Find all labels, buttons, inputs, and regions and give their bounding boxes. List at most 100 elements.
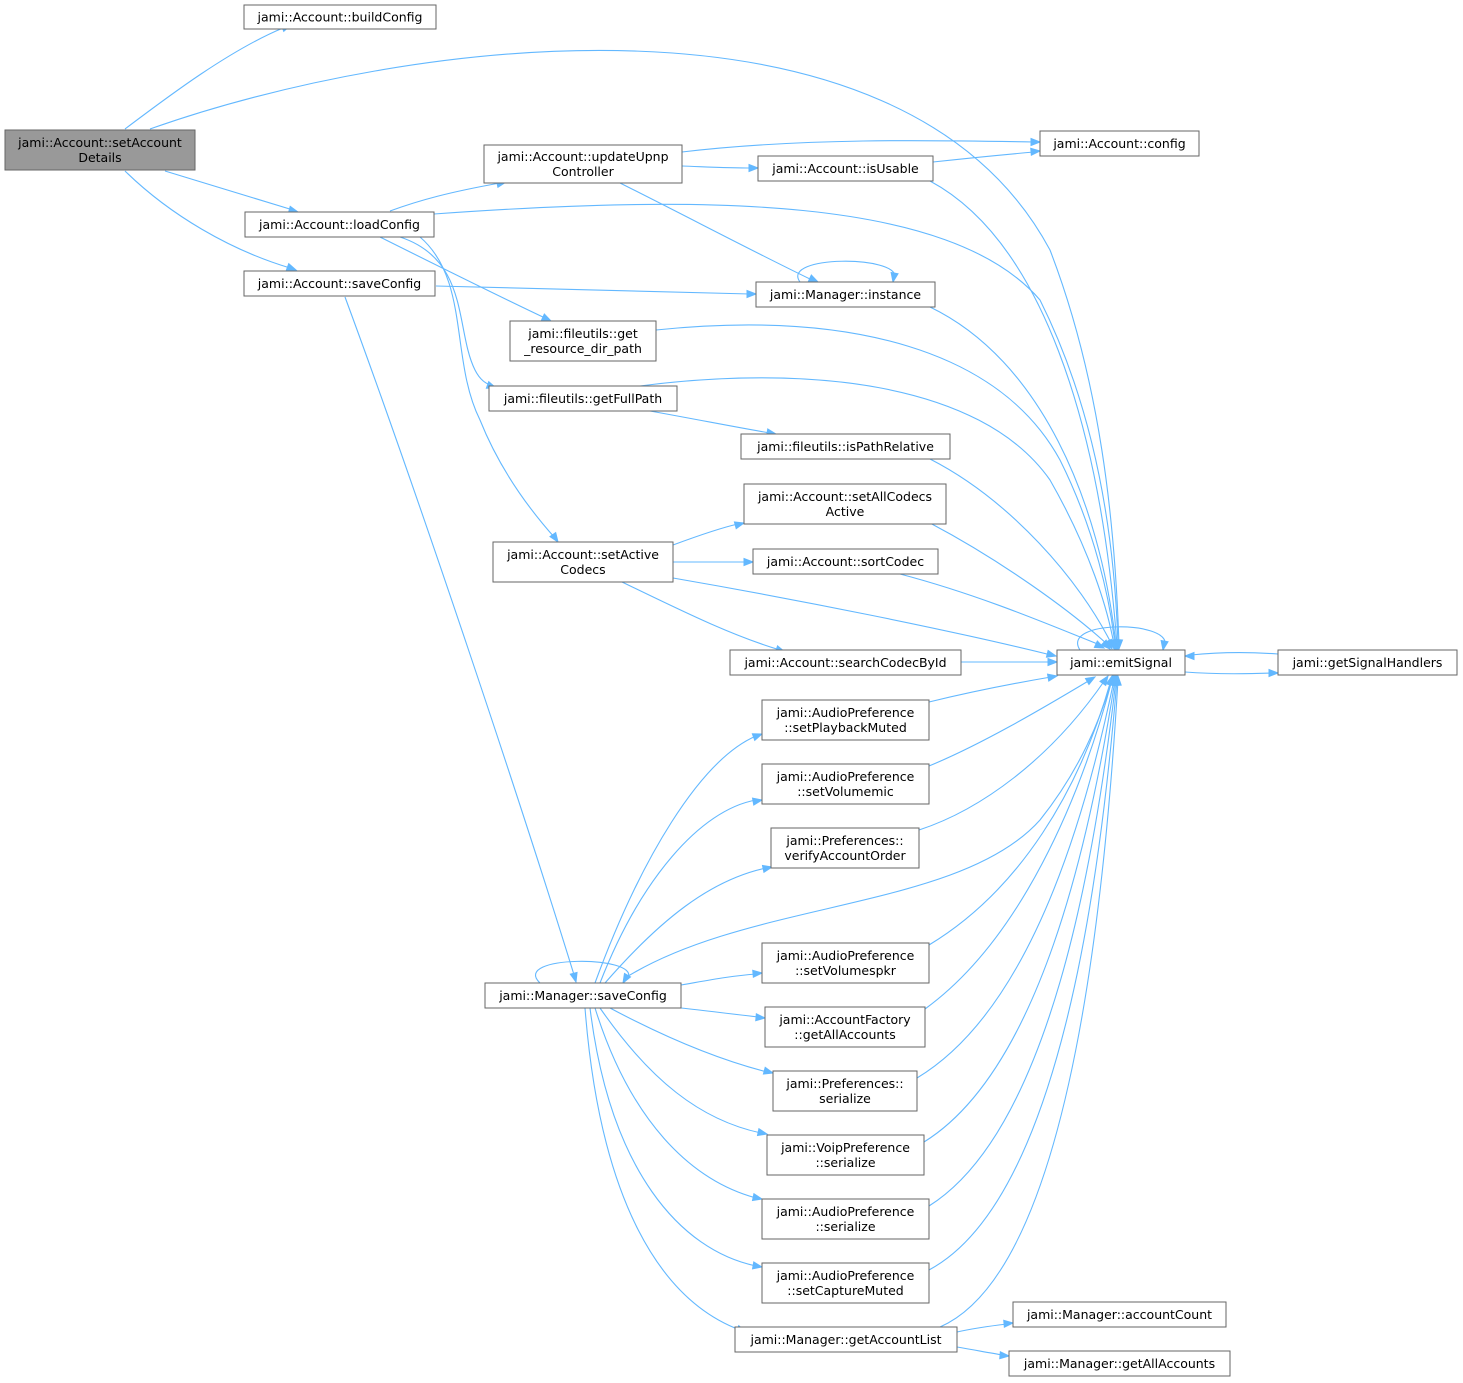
node-box — [729, 649, 962, 676]
e-sad-load — [164, 170, 300, 214]
node-searchCodecById[interactable]: jami::Account::searchCodecById — [729, 649, 962, 676]
node-box — [484, 982, 682, 1009]
e-ms-self — [535, 960, 632, 985]
e-sac-emit-arrowhead — [1100, 639, 1111, 650]
node-accountCount[interactable]: jami::Manager::accountCount — [1012, 1301, 1227, 1328]
e-setact-emit — [672, 577, 1058, 658]
e-load-setact-arrowhead — [549, 531, 559, 544]
node-setVolumemic[interactable]: jami::AudioPreference::setVolumemic — [761, 763, 930, 805]
e-ms-vao-arrowhead — [761, 864, 774, 874]
e-ms-self-arrowhead — [622, 972, 632, 985]
function-nodes: jami::Account::setAccountDetailsjami::Ac… — [4, 4, 1458, 1377]
node-label: verifyAccountOrder — [784, 848, 906, 863]
e-isus-config — [932, 147, 1042, 163]
e-inst-emit-line — [929, 306, 1117, 646]
node-label: jami::Account::saveConfig — [257, 276, 421, 291]
e-setact-saca — [672, 521, 746, 546]
node-label: jami::AudioPreference — [776, 1204, 915, 1219]
node-sortCodec[interactable]: jami::Account::sortCodec — [752, 548, 939, 575]
e-ms-gaf-line — [680, 1007, 760, 1018]
node-loadConfig[interactable]: jami::Account::loadConfig — [244, 211, 435, 238]
node-audioSerialize[interactable]: jami::AudioPreference::serialize — [761, 1198, 930, 1240]
node-label: jami::Manager::saveConfig — [498, 988, 667, 1003]
node-box — [761, 1198, 930, 1240]
e-vmic-emit — [928, 676, 1097, 767]
node-isUsable[interactable]: jami::Account::isUsable — [757, 155, 934, 182]
node-box — [243, 4, 437, 30]
e-gsh-emit-arrowhead — [1183, 651, 1195, 661]
node-box — [761, 942, 930, 984]
e-ms-vmic-line — [599, 799, 757, 984]
e-sort-emit-arrowhead — [1093, 640, 1106, 649]
node-getResourceDir[interactable]: jami::fileutils::get_resource_dir_path — [509, 320, 657, 362]
node-box — [772, 1070, 918, 1112]
node-label: jami::AudioPreference — [776, 1268, 915, 1283]
node-config[interactable]: jami::Account::config — [1039, 130, 1200, 157]
e-sad-build-line — [124, 27, 284, 130]
node-setVolumespkr[interactable]: jami::AudioPreference::setVolumespkr — [761, 942, 930, 984]
node-getAllAccountsFactory[interactable]: jami::AccountFactory::getAllAccounts — [764, 1006, 926, 1048]
e-load-emit-line — [433, 203, 1119, 646]
e-load-full — [399, 236, 498, 389]
node-buildConfig[interactable]: jami::Account::buildConfig — [243, 4, 437, 30]
e-setact-emit-arrowhead — [1045, 649, 1058, 658]
node-label: Codecs — [560, 562, 605, 577]
node-verifyAccountOrder[interactable]: jami::Preferences::verifyAccountOrder — [770, 827, 920, 869]
e-sad-save-line — [124, 170, 291, 269]
e-ms-cap — [589, 1007, 764, 1270]
node-box — [244, 211, 435, 238]
node-label: ::serialize — [815, 1219, 875, 1234]
e-load-setact — [419, 236, 559, 544]
node-label: jami::Manager::accountCount — [1026, 1307, 1212, 1322]
e-ms-vao — [604, 864, 774, 984]
node-setPlaybackMuted[interactable]: jami::AudioPreference::setPlaybackMuted — [761, 699, 930, 741]
e-ms-play-arrowhead — [751, 733, 764, 742]
node-getAccountList[interactable]: jami::Manager::getAccountList — [734, 1326, 958, 1353]
e-gal-emit-line — [939, 679, 1119, 1328]
node-prefSerialize[interactable]: jami::Preferences::serialize — [772, 1070, 918, 1112]
e-upnp-inst-line — [619, 182, 813, 281]
e-gal-acnt-arrowhead — [1003, 1319, 1015, 1329]
e-gaf-emit — [924, 674, 1115, 1010]
e-save-inst-line — [435, 285, 751, 295]
node-box — [734, 1326, 958, 1353]
e-aser-emit-line — [928, 679, 1117, 1207]
node-label: jami::Account::searchCodecById — [743, 655, 946, 670]
e-aser-emit — [928, 674, 1120, 1207]
node-label: jami::Manager::getAccountList — [749, 1332, 941, 1347]
e-setact-srch-line — [621, 581, 781, 651]
e-emit-gsh-line — [1184, 671, 1273, 675]
e-setact-sort — [673, 557, 755, 567]
e-ms-gaf — [680, 1007, 767, 1022]
e-save-msave-arrowhead — [569, 971, 578, 984]
node-getAllAccountsMgr[interactable]: jami::Manager::getAllAccounts — [1008, 1350, 1231, 1377]
node-isPathRelative[interactable]: jami::fileutils::isPathRelative — [740, 433, 951, 460]
node-box — [1012, 1301, 1227, 1328]
e-setact-sort-arrowhead — [743, 557, 755, 567]
node-label: jami::Account::config — [1052, 136, 1185, 151]
e-ms-gal-line — [584, 1007, 741, 1331]
node-emitSignal[interactable]: jami::emitSignal — [1056, 649, 1186, 676]
e-save-inst-arrowhead — [746, 289, 758, 299]
node-getFullPath[interactable]: jami::fileutils::getFullPath — [488, 385, 678, 412]
e-ms-vmic — [599, 797, 764, 984]
e-ms-vspk — [680, 969, 764, 986]
e-upnp-isus-arrowhead — [748, 163, 760, 173]
node-label: jami::Manager::getAllAccounts — [1023, 1356, 1215, 1371]
node-voipSerialize[interactable]: jami::VoipPreference::serialize — [766, 1134, 925, 1176]
e-isus-emit — [929, 180, 1121, 651]
node-managerSaveConfig[interactable]: jami::Manager::saveConfig — [484, 982, 682, 1009]
node-label: ::setPlaybackMuted — [784, 720, 907, 735]
e-sad-load-line — [164, 170, 294, 211]
node-label: serialize — [819, 1091, 871, 1106]
e-gal-emit-arrowhead — [1113, 674, 1122, 686]
node-box — [757, 155, 934, 182]
node-getSignalHandlers[interactable]: jami::getSignalHandlers — [1277, 649, 1458, 676]
node-setCaptureMuted[interactable]: jami::AudioPreference::setCaptureMuted — [761, 1262, 930, 1304]
node-saveConfigAcc[interactable]: jami::Account::saveConfig — [243, 270, 436, 297]
node-instance[interactable]: jami::Manager::instance — [755, 281, 936, 308]
